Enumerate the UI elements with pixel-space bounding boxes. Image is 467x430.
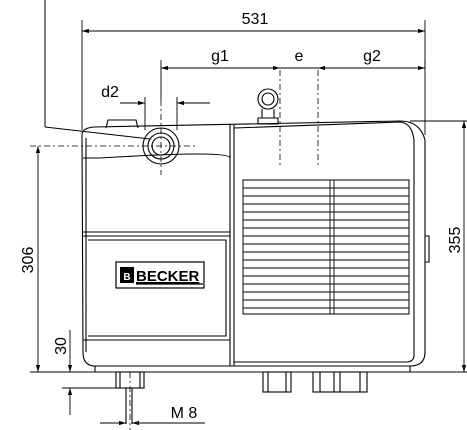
becker-logo: B BECKER [115, 261, 205, 289]
grille-slats [243, 187, 409, 309]
grille-divider [329, 180, 335, 314]
cooling-grille [242, 179, 410, 315]
dimension-g1-e-g2 [160, 60, 426, 100]
dimension-overall-width [81, 20, 426, 135]
dimension-d2 [120, 97, 210, 130]
dim-label-355: 355 [447, 227, 464, 254]
dim-label-g2: g2 [363, 48, 381, 65]
dimension-foot-height [62, 330, 116, 415]
lifting-eye [257, 88, 279, 125]
bottom-fittings [262, 371, 368, 393]
dim-label-e: e [295, 48, 304, 65]
svg-text:B: B [123, 272, 130, 283]
leader-line [44, 0, 151, 140]
dimension-overall-height [410, 120, 467, 373]
pump-body [81, 120, 430, 373]
dim-label-30: 30 [53, 337, 70, 355]
dim-label-g1: g1 [211, 48, 229, 65]
logo-brand-text: BECKER [136, 268, 200, 285]
dim-label-306: 306 [20, 247, 37, 274]
dimension-inlet-height [30, 146, 116, 373]
dim-label-531: 531 [242, 11, 269, 28]
dim-label-d2: d2 [101, 84, 119, 101]
dim-label-m8: M 8 [171, 405, 198, 422]
center-lines [30, 70, 319, 430]
